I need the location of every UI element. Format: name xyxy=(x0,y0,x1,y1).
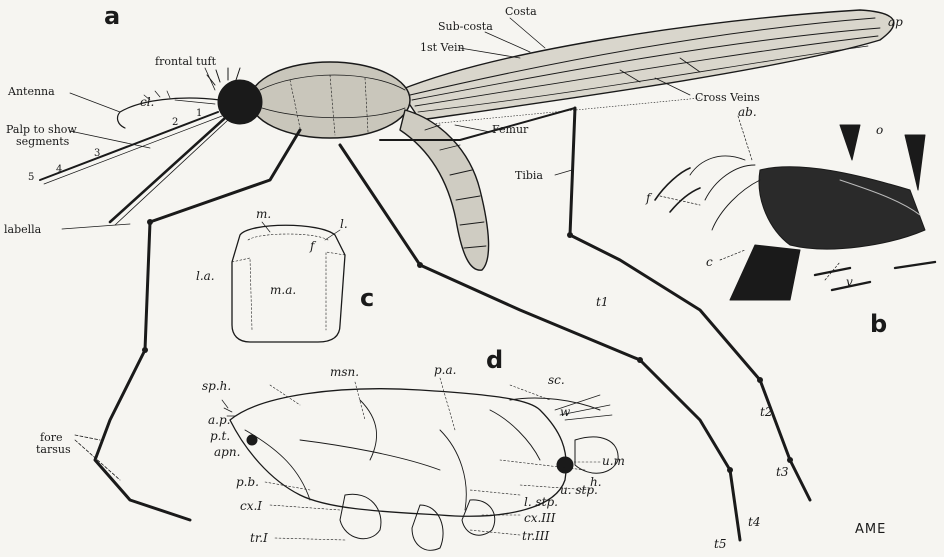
label-b-v: v xyxy=(846,276,853,288)
label-c-la: l.a. xyxy=(196,270,215,282)
label-c-f: f xyxy=(310,240,314,252)
label-femur: Femur xyxy=(492,124,528,136)
label-d-sc: sc. xyxy=(548,374,565,386)
label-d-tr1: tr.I xyxy=(250,532,268,544)
label-d-ap: a.p. xyxy=(208,414,230,426)
label-seg-3: 3 xyxy=(94,148,100,160)
label-d-w: w xyxy=(560,406,570,418)
label-b-o: o xyxy=(876,124,883,136)
label-cl: cl. xyxy=(140,96,154,108)
panel-letter-d: d xyxy=(486,346,503,374)
label-t3: t3 xyxy=(776,466,788,478)
label-d-sph: sp.h. xyxy=(202,380,231,392)
label-c-l: l. xyxy=(340,218,348,230)
label-d-pb: p.b. xyxy=(236,476,259,488)
label-d-msn: msn. xyxy=(330,366,359,378)
panel-letter-b: b xyxy=(870,310,887,338)
label-d-pa: p.a. xyxy=(434,364,456,376)
head xyxy=(207,68,262,124)
label-seg-1: 1 xyxy=(196,108,202,120)
label-d-cx1: cx.I xyxy=(240,500,262,512)
label-subcosta: Sub-costa xyxy=(438,21,493,33)
label-seg-4: 4 xyxy=(56,164,62,176)
label-t2: t2 xyxy=(760,406,772,418)
label-c-ma: m.a. xyxy=(270,284,296,296)
label-seg-5: 5 xyxy=(28,172,34,184)
label-labella: labella xyxy=(4,224,41,236)
label-cross-veins: Cross Veins xyxy=(695,92,760,104)
label-d-pt: p.t. xyxy=(210,430,230,442)
label-c-m: m. xyxy=(256,208,271,220)
label-b-c: c xyxy=(706,256,713,268)
label-d-ustp: u. stp. xyxy=(560,484,598,496)
panel-letter-a: a xyxy=(104,2,120,30)
label-d-lstp: l. stp. xyxy=(524,496,558,508)
label-tarsus: tarsus xyxy=(36,444,71,456)
scutum-diagram xyxy=(232,222,345,342)
label-frontal-tuft: frontal tuft xyxy=(155,56,216,68)
label-tibia: Tibia xyxy=(515,170,543,182)
label-d-um: u.m xyxy=(602,455,625,467)
abdomen xyxy=(400,110,489,270)
label-first-vein: 1st Vein xyxy=(420,42,465,54)
label-d-apn: apn. xyxy=(214,446,240,458)
artist-signature: AME xyxy=(855,522,886,537)
thorax xyxy=(250,62,410,138)
label-b-ab: ab. xyxy=(738,106,757,118)
label-d-cx3: cx.III xyxy=(524,512,556,524)
head-detail xyxy=(655,116,935,300)
label-seg-2: 2 xyxy=(172,117,178,129)
label-costa: Costa xyxy=(505,6,537,18)
label-antenna: Antenna xyxy=(8,86,55,98)
label-b-f: f xyxy=(646,192,650,204)
thorax-lateral xyxy=(222,378,618,550)
panel-letter-c: c xyxy=(360,284,374,312)
label-palp-segments: segments xyxy=(16,136,69,148)
label-t4: t4 xyxy=(748,516,760,528)
label-ap: ap xyxy=(888,16,903,28)
label-t5: t5 xyxy=(714,538,726,550)
label-d-tr3: tr.III xyxy=(522,530,549,542)
label-t1: t1 xyxy=(596,296,608,308)
